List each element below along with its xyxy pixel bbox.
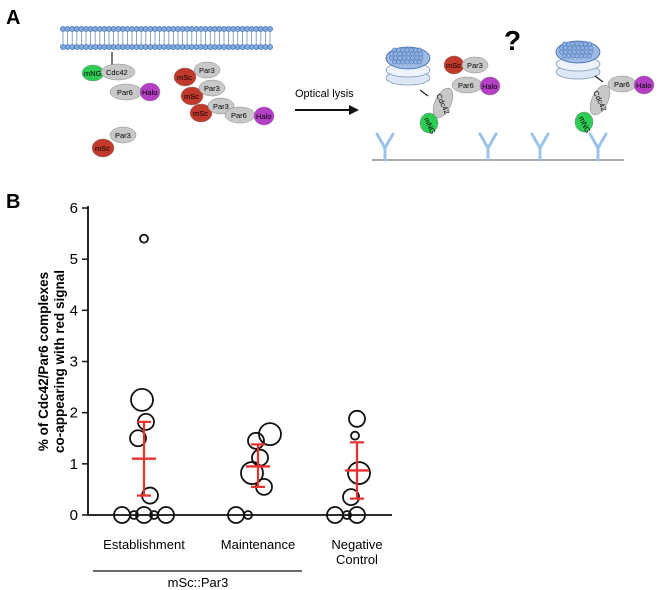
cdc42-blob bbox=[100, 63, 136, 81]
halo-label: Halo bbox=[142, 88, 157, 97]
par6-label: Par6 bbox=[231, 111, 247, 120]
data-point bbox=[139, 233, 149, 244]
data-point bbox=[129, 510, 139, 520]
par6-label: Par6 bbox=[458, 81, 474, 90]
par3-label: Par3 bbox=[213, 102, 229, 111]
captured-complex-1: mSc Par3 Par6 Halo Cdc42 mNG bbox=[419, 55, 501, 136]
y-tick-label: 5 bbox=[70, 251, 78, 268]
data-point bbox=[342, 510, 352, 520]
y-tick-label: 2 bbox=[70, 405, 78, 422]
data-point bbox=[135, 506, 153, 524]
x-category-label: Negative bbox=[331, 537, 382, 552]
data-point bbox=[251, 448, 269, 467]
error-bars bbox=[132, 420, 369, 500]
antibody-icon bbox=[375, 132, 395, 162]
par3-oligomer: mSc Par3 mSc Par3 mSc Par3 Par6 Halo bbox=[173, 61, 275, 126]
panel-a-label: A bbox=[6, 7, 20, 29]
x-category-label: Control bbox=[336, 552, 378, 567]
nanodisc-complex-without-par3 bbox=[555, 40, 601, 80]
par3-label: Par3 bbox=[204, 84, 220, 93]
y-tick-label: 4 bbox=[70, 302, 78, 319]
halo-blob bbox=[139, 82, 161, 102]
par6-label: Par6 bbox=[614, 80, 630, 89]
y-axis-label-line-2: co-appearing with red signal bbox=[52, 270, 67, 453]
y-tick-label: 3 bbox=[70, 354, 78, 371]
data-point bbox=[129, 429, 147, 448]
arrow-head bbox=[349, 105, 359, 115]
data-point bbox=[342, 488, 360, 506]
antibody-icon bbox=[588, 132, 608, 162]
halo-label: Halo bbox=[636, 81, 651, 90]
x-category-label: Maintenance bbox=[221, 537, 295, 552]
data-point bbox=[130, 387, 154, 412]
par6-label: Par6 bbox=[117, 88, 133, 97]
data-point bbox=[348, 409, 366, 428]
msc-blob bbox=[91, 138, 115, 158]
captured-complex-2: Par6 Halo Cdc42 mNG bbox=[574, 75, 655, 135]
scatter-chart: % of Cdc42/Par6 complexes co-appearing w… bbox=[36, 200, 392, 590]
cdc42-label: Cdc42 bbox=[106, 68, 128, 77]
data-point bbox=[157, 506, 175, 524]
data-point bbox=[350, 430, 360, 441]
msc-label: mSc bbox=[177, 73, 192, 82]
lipid-membrane bbox=[60, 26, 273, 50]
data-point bbox=[247, 431, 265, 450]
data-points bbox=[113, 233, 371, 524]
antibody-icon bbox=[530, 132, 550, 162]
data-point bbox=[347, 461, 371, 485]
halo-label: Halo bbox=[482, 82, 497, 91]
panel-b-label: B bbox=[6, 191, 20, 213]
question-mark: ? bbox=[504, 25, 521, 56]
msc-par3-free: mSc Par3 bbox=[91, 126, 137, 158]
par3-blob bbox=[109, 126, 137, 144]
msc-label: mSc bbox=[184, 92, 199, 101]
msc-label: mSc bbox=[193, 109, 208, 118]
data-point bbox=[240, 461, 264, 485]
par3-label: Par3 bbox=[199, 66, 215, 75]
y-tick-label: 1 bbox=[70, 456, 78, 473]
msc-label: mSc bbox=[95, 144, 110, 153]
x-category-label: Establishment bbox=[103, 537, 185, 552]
y-tick-label: 0 bbox=[70, 507, 78, 524]
nanodisc-complex-with-par3 bbox=[385, 46, 431, 86]
antibody-icon bbox=[478, 132, 498, 162]
y-ticks: 0 1 2 3 4 5 6 bbox=[70, 200, 88, 524]
optical-lysis-label: Optical lysis bbox=[295, 88, 354, 100]
y-axis-label-line-1: % of Cdc42/Par6 complexes bbox=[36, 272, 51, 451]
data-point bbox=[258, 422, 282, 447]
y-tick-label: 6 bbox=[70, 200, 78, 217]
membrane-complex-left: mNG Cdc42 Par6 Halo bbox=[81, 52, 161, 102]
mng-label: mNG bbox=[84, 69, 102, 78]
halo-label: Halo bbox=[256, 112, 271, 121]
group-label: mSc::Par3 bbox=[168, 575, 229, 590]
msc-label: mSc bbox=[446, 61, 461, 70]
data-point bbox=[348, 506, 366, 524]
par3-label: Par3 bbox=[115, 131, 131, 140]
antibodies bbox=[375, 132, 608, 162]
data-point bbox=[243, 510, 253, 520]
par3-label: Par3 bbox=[467, 61, 483, 70]
